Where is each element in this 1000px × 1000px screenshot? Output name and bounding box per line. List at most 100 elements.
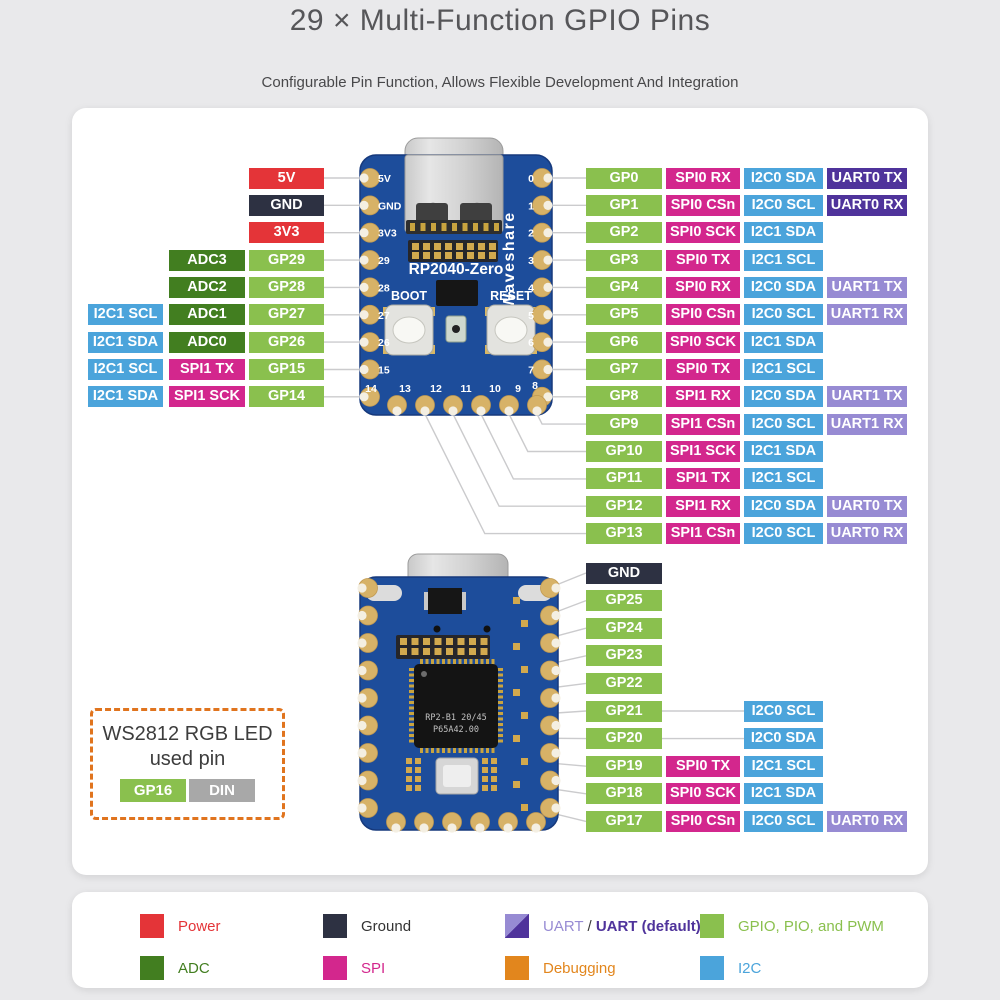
svg-text:5: 5: [528, 310, 534, 322]
pin-function-label: I2C0 SCL: [744, 304, 823, 326]
chip-marking-line1: RP2-B1 20/45: [425, 713, 486, 723]
legend-label: Power: [178, 917, 221, 935]
ws2812-note-line1: WS2812 RGB LED: [102, 723, 273, 745]
pin-function-label: I2C1 SCL: [744, 755, 823, 777]
svg-text:13: 13: [399, 383, 411, 395]
pin-gpio-label: 5V: [249, 167, 324, 189]
legend-label: UART / UART (default): [543, 917, 701, 935]
pin-function-label: UART1 TX: [827, 276, 907, 298]
pin-function-label: I2C1 SDA: [744, 222, 823, 244]
legend-label: Debugging: [543, 959, 616, 977]
pin-gpio-label: GP9: [586, 413, 662, 435]
pin-function-label: I2C1 SCL: [744, 358, 823, 380]
legend-label: SPI: [361, 959, 386, 977]
pin-function-label: SPI0 CSn: [666, 810, 740, 832]
svg-text:6: 6: [528, 337, 534, 349]
ws2812-note-line2: used pin: [149, 748, 226, 770]
pin-function-label: SPI0 SCK: [666, 783, 740, 805]
pin-function-label: SPI1 SCK: [169, 386, 245, 408]
pin-gpio-label: GP19: [586, 755, 662, 777]
pin-function-label: SPI0 RX: [666, 276, 740, 298]
pin-function-label: SPI1 CSn: [666, 413, 740, 435]
pin-function-label: SPI1 TX: [169, 358, 245, 380]
legend-item: GPIO, PIO, and PWM: [700, 914, 884, 938]
legend-swatch-i2c: [700, 956, 724, 980]
pin-gpio-label: GP13: [586, 523, 662, 545]
pin-gpio-label: GND: [586, 562, 662, 584]
pin-function-label: UART0 TX: [827, 167, 907, 189]
pin-function-label: SPI1 RX: [666, 386, 740, 408]
svg-text:29: 29: [378, 255, 390, 267]
legend-item: UART / UART (default): [505, 914, 701, 938]
pin-gpio-label: GP29: [249, 249, 324, 271]
pin-function-label: SPI0 TX: [666, 249, 740, 271]
pin-function-label: UART0 RX: [827, 810, 907, 832]
legend-card: Power Ground UART / UART (default) GPIO, PI…: [72, 892, 928, 988]
legend-swatch-debugging: [505, 956, 529, 980]
legend-swatch-uart: [505, 914, 529, 938]
pin-gpio-label: GND: [249, 194, 324, 216]
pin-function-label: UART0 TX: [827, 495, 907, 517]
svg-text:4: 4: [528, 282, 534, 294]
pin-function-label: I2C1 SCL: [88, 304, 163, 326]
pin-function-label: UART0 RX: [827, 194, 907, 216]
ws2812-pin-din: DIN: [189, 779, 255, 802]
rp2040-chip: RP2-B1 20/45 P65A42.00: [409, 659, 503, 753]
pin-function-label: I2C1 SCL: [744, 468, 823, 490]
legend-item: I2C: [700, 956, 761, 980]
svg-text:GND: GND: [378, 200, 402, 212]
pin-function-label: UART1 TX: [827, 386, 907, 408]
svg-text:9: 9: [515, 383, 521, 395]
legend-swatch-spi: [323, 956, 347, 980]
legend-item: SPI: [323, 956, 385, 980]
boot-button-label: BOOT: [391, 289, 427, 303]
legend-item: Ground: [323, 914, 411, 938]
pin-function-label: ADC0: [169, 331, 245, 353]
svg-text:12: 12: [430, 383, 442, 395]
pin-function-label: I2C0 SDA: [744, 386, 823, 408]
legend-swatch-adc: [140, 956, 164, 980]
pin-gpio-label: GP15: [249, 358, 324, 380]
pin-function-label: SPI0 TX: [666, 358, 740, 380]
boot-button: [383, 304, 435, 356]
pin-function-label: ADC1: [169, 304, 245, 326]
pin-function-label: I2C1 SDA: [744, 783, 823, 805]
svg-text:7: 7: [528, 364, 534, 376]
pin-function-label: I2C1 SCL: [744, 249, 823, 271]
pin-function-label: I2C1 SDA: [744, 441, 823, 462]
front-castellated-pads: [359, 168, 553, 416]
pin-function-label: I2C0 SCL: [744, 700, 823, 722]
pin-function-label: I2C1 SDA: [88, 386, 163, 408]
pin-function-label: I2C0 SDA: [744, 167, 823, 189]
reset-button-label: RESET: [490, 289, 532, 303]
pin-function-label: SPI1 TX: [666, 468, 740, 490]
pin-function-label: I2C0 SDA: [744, 495, 823, 517]
page-title: 29 × Multi-Function GPIO Pins: [289, 4, 711, 37]
pin-function-label: UART1 RX: [827, 413, 907, 435]
svg-text:5V: 5V: [378, 173, 391, 185]
reset-button: [485, 304, 537, 356]
pin-function-label: I2C0 SDA: [744, 728, 823, 750]
pin-gpio-label: GP12: [586, 495, 662, 517]
pin-gpio-label: GP11: [586, 468, 662, 490]
pin-function-label: UART1 RX: [827, 304, 907, 326]
legend-item: ADC: [140, 956, 210, 980]
legend-label: ADC: [178, 959, 210, 977]
pin-function-label: SPI0 TX: [666, 755, 740, 777]
pin-gpio-label: 3V3: [249, 222, 324, 244]
svg-text:10: 10: [489, 383, 501, 395]
pin-gpio-label: GP21: [586, 700, 662, 722]
board-diagram: RP2040-Zero Waveshare BOOT RESET: [324, 137, 744, 833]
pin-gpio-label: GP6: [586, 331, 662, 353]
pin-gpio-label: GP5: [586, 304, 662, 326]
flash-chip: [436, 280, 478, 306]
pin-gpio-label: GP24: [586, 617, 662, 639]
pinout-card: RP2040-Zero Waveshare BOOT RESET: [72, 108, 928, 875]
board-back: RP2-B1 20/45 P65A42.00: [357, 553, 561, 833]
svg-text:15: 15: [378, 364, 390, 376]
legend-label: GPIO, PIO, and PWM: [738, 917, 884, 935]
page-subtitle: Configurable Pin Function, Allows Flexib…: [261, 74, 739, 91]
legend-swatch-gpio: [700, 914, 724, 938]
